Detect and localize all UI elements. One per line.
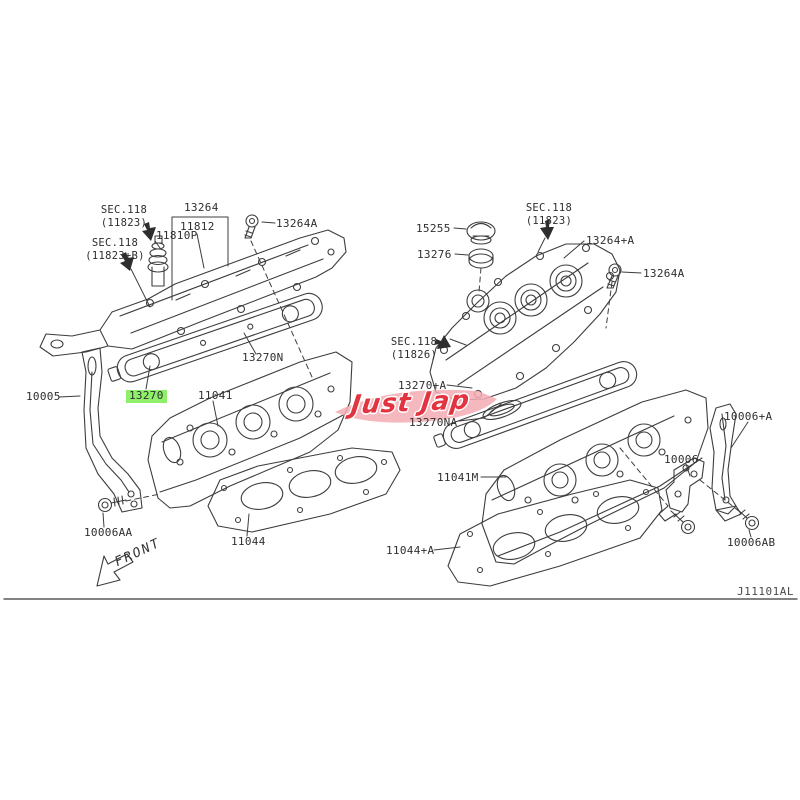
part-label-13276: 13276 [417, 248, 452, 261]
diagram-code: J11101AL [737, 585, 794, 598]
part-label-10006-plus-a: 10006+A [724, 410, 773, 423]
sec-ref-line1: SEC.118 [91, 237, 139, 249]
part-label-13270na: 13270NA [409, 416, 458, 429]
sec-ref-11823b-left: SEC.118 (11823+B) [83, 237, 147, 263]
gasket-right-13270a-art [433, 361, 638, 449]
gasket-piece-13270na-art [482, 399, 522, 421]
part-label-13264a-right: 13264A [643, 267, 685, 280]
cap-ring-13276-art [468, 248, 494, 269]
part-label-13270-highlighted: 13270 [126, 389, 167, 404]
gasket-left-art [107, 292, 323, 383]
bolt-10006aa-art [97, 495, 127, 513]
leader-lines [58, 216, 752, 551]
head-gasket-right-11044a-art [447, 479, 663, 587]
sec-reference-arrows [120, 219, 554, 349]
part-label-11812: 11812 [180, 220, 215, 233]
part-label-13264a-left: 13264A [276, 217, 318, 230]
dashed-lines [125, 240, 741, 513]
oil-filler-cap-15255-art [466, 221, 496, 245]
sec-ref-line1: SEC.118 [390, 336, 438, 348]
part-label-13270-plus-a: 13270+A [398, 379, 447, 392]
part-label-13264: 13264 [184, 201, 219, 214]
part-label-11041m: 11041M [437, 471, 479, 484]
sec-ref-line2: (11823) [525, 214, 573, 227]
rocker-cover-left-art [39, 229, 347, 357]
bolt-13264a-left-art [244, 214, 259, 239]
part-label-11041: 11041 [198, 389, 233, 402]
bracket-10006-art [658, 457, 705, 522]
sec-ref-line1: SEC.118 [525, 202, 573, 214]
watermark-text: Just Jap [349, 385, 472, 421]
sec-ref-line2: (11823+B) [85, 249, 145, 262]
bolt-under-10006-art [670, 510, 696, 535]
part-label-10006: 10006 [664, 453, 699, 466]
sec-ref-11826: SEC.118 (11826) [386, 336, 442, 362]
bracket-10005-art [81, 347, 143, 513]
head-gasket-left-11044-art [207, 447, 401, 533]
spark-plug-tube-11810p-art [147, 235, 169, 287]
watermark-ribbon [335, 389, 497, 423]
part-label-10006ab: 10006AB [727, 536, 776, 549]
part-label-13270n: 13270N [242, 351, 284, 364]
part-label-15255: 15255 [416, 222, 451, 235]
sec-ref-11823-left: SEC.118 (11823) [96, 204, 152, 230]
sec-ref-line2: (11826) [390, 348, 438, 361]
bolt-13264a-right-art [606, 263, 622, 289]
part-label-10006aa: 10006AA [84, 526, 133, 539]
part-label-11044-plus-a: 11044+A [386, 544, 435, 557]
bolt-10006ab-art [736, 508, 760, 531]
cylinder-head-left-art [147, 351, 353, 509]
part-label-11044: 11044 [231, 535, 266, 548]
sec-ref-line2: (11823) [100, 216, 148, 229]
part-label-11810p: 11810P [156, 229, 198, 242]
sec-ref-11823-right: SEC.118 (11823) [521, 202, 577, 228]
part-label-10005: 10005 [26, 390, 61, 403]
sec-ref-line1: SEC.118 [100, 204, 148, 216]
part-label-13264-plus-a: 13264+A [586, 234, 635, 247]
rocker-cover-right-art [429, 243, 621, 401]
front-arrow-icon [96, 553, 134, 587]
